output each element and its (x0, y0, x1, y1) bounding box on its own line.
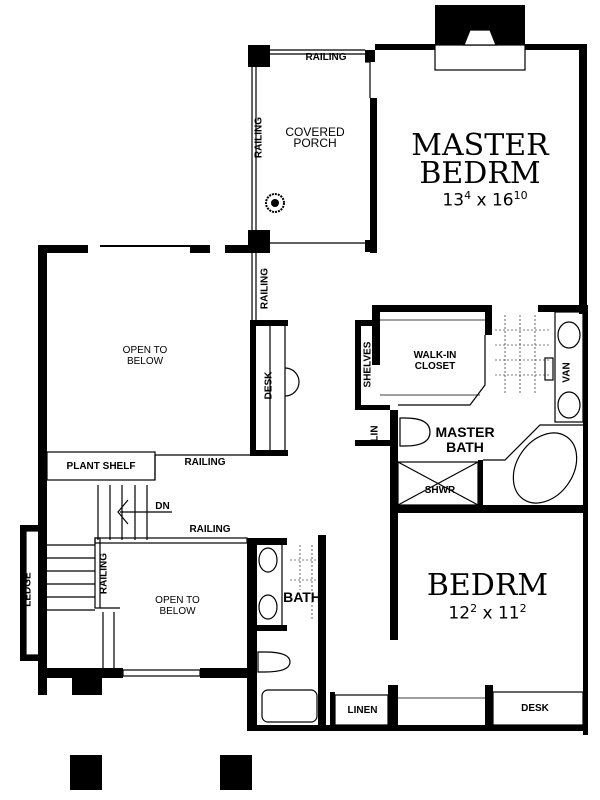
railing-label-stair: RAILING (189, 524, 231, 535)
bed-dim-b-sup: 2 (519, 602, 527, 615)
down-label: DN (155, 501, 170, 512)
shelves-label: SHELVES (362, 341, 374, 388)
bed-dim-a-sup: 2 (470, 602, 478, 615)
bath-label: BATH (283, 589, 321, 605)
dim-a: 13 (442, 190, 465, 211)
railing-label-hall: RAILING (184, 457, 226, 468)
lin-label: LIN (369, 425, 381, 442)
master-bedroom-title: MASTER BEDRM (405, 128, 555, 191)
dim-b: 16 (491, 190, 514, 211)
walk-in-line1: WALK-IN (413, 350, 457, 361)
master-bath-line1: MASTER (435, 424, 495, 440)
bedroom-title: BEDRM (426, 568, 549, 603)
shower-label: SHWR (424, 485, 456, 496)
desk-label-bedroom: DESK (521, 703, 549, 714)
dim-b-sup: 10 (513, 189, 528, 202)
covered-porch-line2: PORCH (293, 136, 337, 150)
bed-dim-b: 11 (497, 603, 520, 624)
railing-label-mid: RAILING (259, 267, 271, 310)
dim-x: x (476, 190, 487, 211)
railing-label-stair-vertical: RAILING (98, 552, 110, 595)
dim-a-sup: 4 (464, 189, 472, 202)
walk-in-closet-label: WALK-IN CLOSET (395, 350, 475, 372)
ledge-label: LEDGE (22, 572, 34, 607)
walk-in-line2: CLOSET (414, 361, 456, 372)
bed-dim-a: 12 (448, 603, 471, 624)
footing-block-left (70, 755, 102, 790)
open-below-upper-line1: OPEN TO (122, 345, 168, 356)
master-bedroom-dimensions: 134 x 1610 (415, 189, 555, 209)
master-bath-label: MASTER BATH (420, 425, 510, 455)
open-to-below-upper: OPEN TO BELOW (110, 345, 180, 367)
railing-label-porch: RAILING (253, 116, 265, 159)
railing-label-top: RAILING (305, 52, 347, 63)
plant-shelf-label: PLANT SHELF (66, 461, 136, 472)
master-bedroom-line2: BEDRM (419, 156, 541, 191)
open-below-lower-line1: OPEN TO (155, 595, 200, 606)
footing-block-right (220, 755, 252, 790)
master-bath-line2: BATH (446, 439, 484, 455)
open-below-lower-line2: BELOW (159, 606, 196, 617)
desk-label-hall: DESK (263, 371, 275, 400)
van-label: VAN (561, 362, 573, 383)
covered-porch-line1: COVERED (285, 125, 345, 139)
covered-porch-label: COVERED PORCH (280, 125, 350, 150)
open-below-upper-line2: BELOW (126, 356, 164, 367)
open-to-below-lower: OPEN TO BELOW (140, 595, 215, 617)
master-bedroom-line1: MASTER (411, 128, 549, 163)
linen-label: LINEN (347, 705, 378, 716)
bed-dim-x: x (482, 603, 493, 624)
bedroom-dimensions: 122 x 112 (425, 602, 550, 622)
